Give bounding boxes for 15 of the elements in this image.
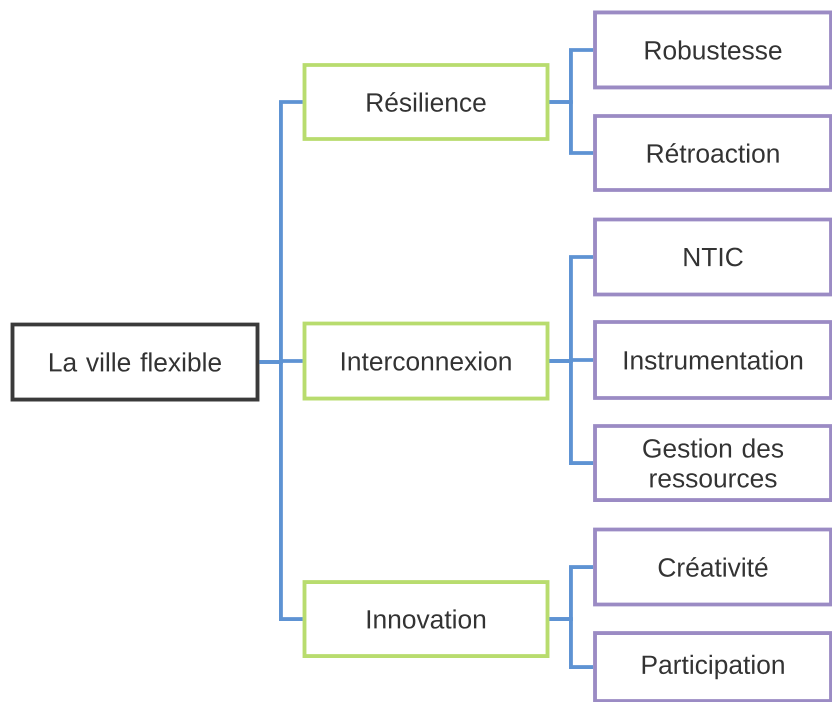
- category-box: Innovation: [302, 580, 550, 658]
- connector-line: [259, 360, 303, 621]
- item-box: Participation: [593, 631, 832, 702]
- connector-line: [549, 617, 594, 669]
- connector-line: [549, 100, 594, 155]
- item-box: Robustesse: [593, 10, 832, 90]
- category-box: Résilience: [302, 63, 550, 141]
- category-box: Interconnexion: [302, 322, 550, 400]
- root-box: La ville flexible: [10, 322, 260, 402]
- item-box: Instrumentation: [593, 320, 832, 400]
- item-box: Gestion des ressources: [593, 424, 832, 502]
- item-box: NTIC: [593, 218, 832, 296]
- connector-line: [549, 359, 594, 465]
- item-box: Rétroaction: [593, 114, 832, 192]
- item-box: Créativité: [593, 528, 832, 606]
